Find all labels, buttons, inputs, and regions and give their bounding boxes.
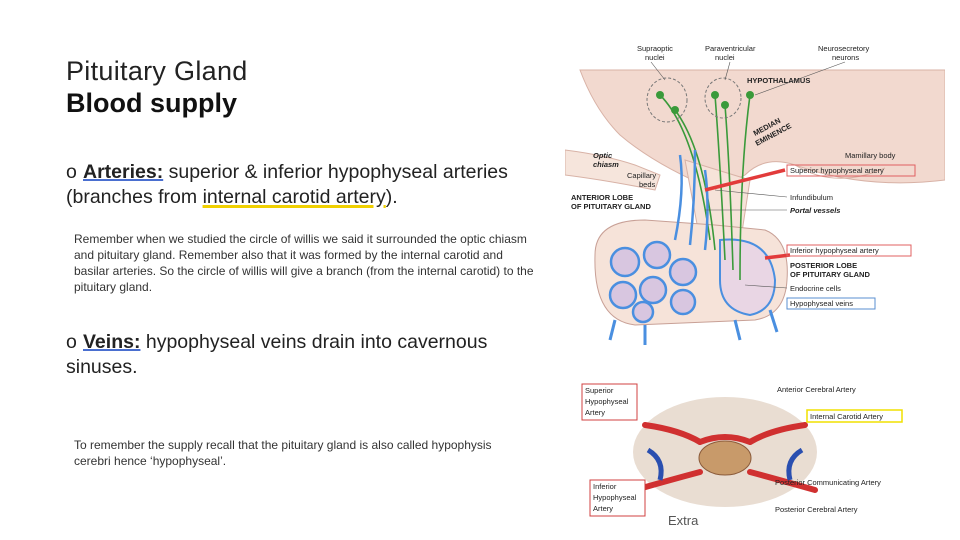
- bullet-text-end: ).: [385, 186, 398, 208]
- label-hypothalamus: HYPOTHALAMUS: [747, 76, 810, 85]
- label-paraventricular: Paraventricular: [705, 44, 756, 53]
- label-internal-carotid: Internal Carotid Artery: [810, 412, 883, 421]
- circle-of-willis-diagram: Superior Hypophyseal Artery Inferior Hyp…: [580, 380, 905, 520]
- hypophyseal-veins: [608, 309, 779, 345]
- label-inferior: Inferior: [593, 482, 617, 491]
- superior-label-box: [581, 383, 638, 421]
- supraoptic-nuclei-outline: [646, 77, 688, 123]
- label-paraventricular-2: nuclei: [715, 53, 735, 62]
- extra-label: Extra: [668, 513, 699, 528]
- neuron-cell-bodies: [656, 91, 754, 114]
- label-anterior-cerebral: Anterior Cerebral Artery: [777, 385, 856, 394]
- leader-lines: [650, 61, 846, 289]
- label-neurosecretory: Neurosecretory: [818, 44, 870, 53]
- label-anterior-lobe-2: OF PITUITARY GLAND: [571, 202, 651, 211]
- pituitary-gland: [698, 440, 752, 476]
- label-superior-3: Artery: [585, 408, 605, 417]
- hypophyseal-veins-box: [786, 297, 876, 310]
- portal-vessels: [673, 149, 709, 251]
- hypothalamus-tissue: [579, 69, 945, 191]
- note-hypophysis: To remember the supply recall that the p…: [74, 438, 492, 468]
- label-infundibulum: Infundibulum: [790, 193, 833, 202]
- label-inferior-2: Hypophyseal: [593, 493, 637, 502]
- anterior-capillary-bed: [608, 240, 698, 324]
- label-inferior-artery: Inferior hypophyseal artery: [790, 246, 879, 255]
- label-posterior-lobe-2: OF PITUITARY GLAND: [790, 270, 870, 279]
- label-superior-artery: Superior hypophyseal artery: [790, 166, 884, 175]
- bullet-veins: o Veins: hypophyseal veins drain into cav…: [66, 330, 556, 380]
- slide-subtitle: Blood supply: [66, 88, 237, 118]
- bullet-text: hypophyseal veins drain into cavernous s…: [66, 331, 488, 378]
- optic-chiasm-shape: [565, 149, 661, 191]
- highlight-text: internal carotid artery: [202, 186, 386, 208]
- label-optic-chiasm: Optic: [593, 151, 613, 160]
- bullet-marker: o: [66, 331, 77, 353]
- label-posterior-lobe: POSTERIOR LOBE: [790, 261, 857, 270]
- internal-carotid-box: [806, 409, 903, 423]
- superior-hypophyseal-artery: [704, 168, 786, 192]
- paraventricular-nuclei-outline: [704, 77, 742, 119]
- label-neurosecretory-2: neurons: [832, 53, 859, 62]
- label-mamillary: Mamillary body: [845, 151, 896, 160]
- label-anterior-lobe: ANTERIOR LOBE: [571, 193, 633, 202]
- mamillary-body-shape: [794, 164, 886, 179]
- label-superior-2: Hypophyseal: [585, 397, 629, 406]
- slide-title: Pituitary Gland: [66, 56, 248, 86]
- bullet-text: superior & inferior hypophyseal arteries…: [66, 161, 508, 208]
- label-posterior-cerebral: Posterior Cerebral Artery: [775, 505, 858, 514]
- pituitary-diagram: Supraoptic nuclei Paraventricular nuclei…: [565, 44, 945, 345]
- label-inferior-3: Artery: [593, 504, 613, 513]
- posterior-lobe-shape: [719, 238, 777, 317]
- note-circle-of-willis: Remember when we studied the circle of w…: [74, 232, 534, 294]
- label-optic-chiasm-2: chiasm: [593, 160, 619, 169]
- label-superior: Superior: [585, 386, 614, 395]
- label-hypophyseal-veins: Hypophyseal veins: [790, 299, 853, 308]
- bullet-term: Arteries:: [83, 161, 164, 183]
- inferior-label-box: [589, 479, 646, 517]
- label-capillary-2: beds: [639, 180, 656, 189]
- inferior-artery-box: [786, 244, 912, 257]
- superior-artery-box: [786, 164, 916, 177]
- bullet-marker: o: [66, 161, 77, 183]
- label-endocrine-cells: Endocrine cells: [790, 284, 841, 293]
- label-portal-vessels: Portal vessels: [790, 206, 840, 215]
- label-supraoptic: Supraoptic: [637, 44, 673, 53]
- bullet-arteries: o Arteries: superior & inferior hypophyse…: [66, 160, 556, 210]
- inferior-hypophyseal-artery: [764, 253, 791, 260]
- label-posterior-communicating: Posterior Communicating Artery: [775, 478, 881, 487]
- bullet-term: Veins:: [83, 331, 141, 353]
- cavernous-sinus: [646, 447, 804, 481]
- label-capillary: Capillary: [627, 171, 656, 180]
- label-supraoptic-2: nuclei: [645, 53, 665, 62]
